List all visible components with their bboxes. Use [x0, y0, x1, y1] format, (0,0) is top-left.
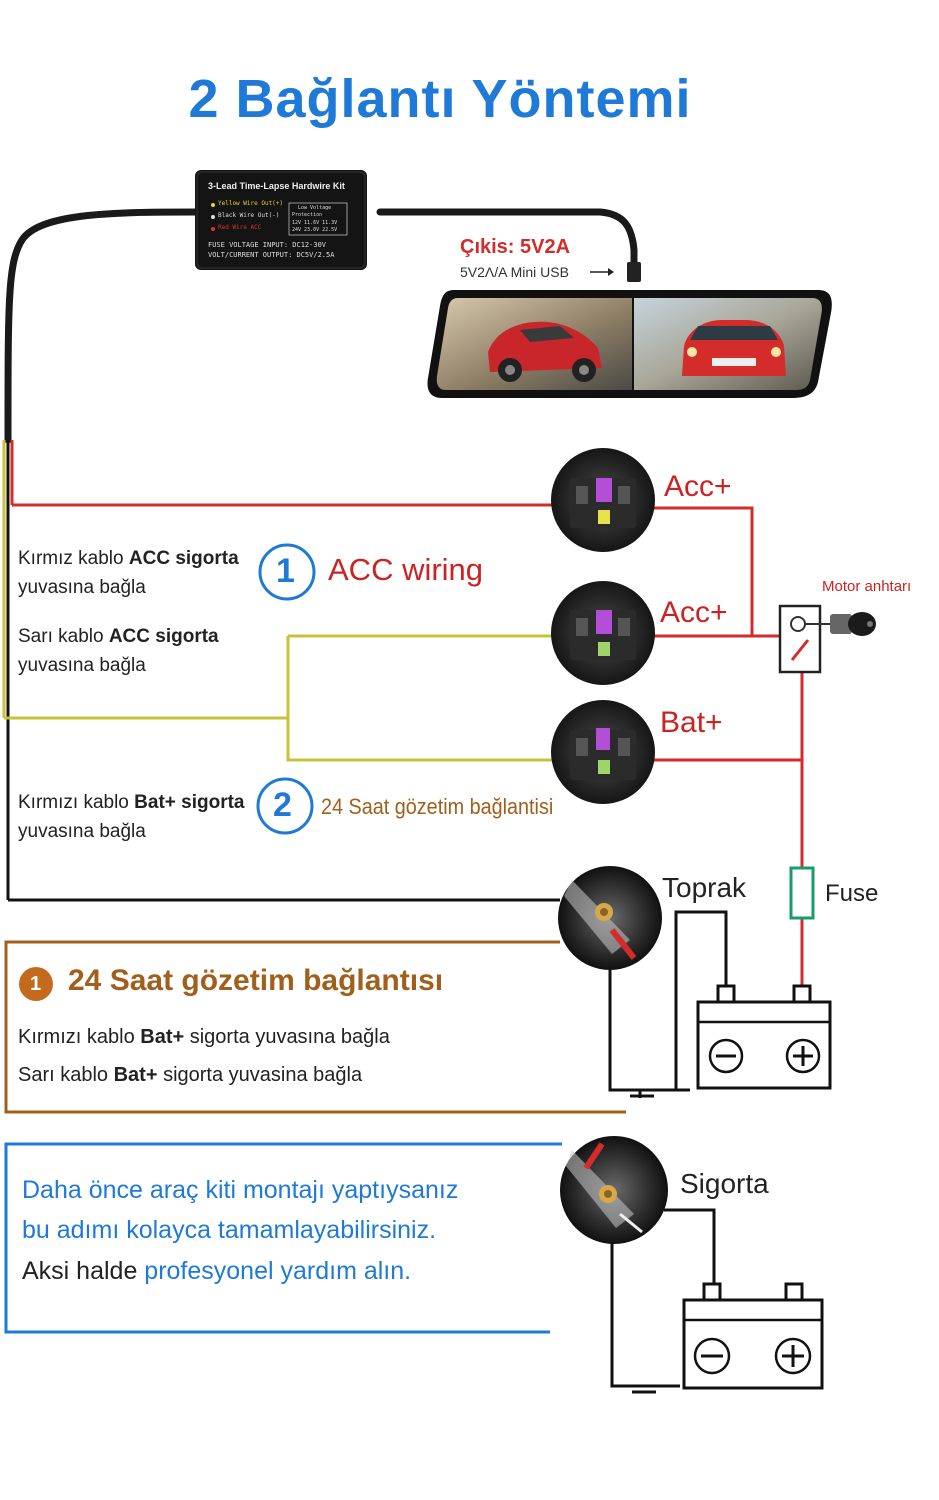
bat-number: 2	[273, 786, 292, 824]
fuse-label: Fuse	[825, 880, 879, 907]
usb-plug	[627, 262, 641, 282]
acc-number-circle	[258, 543, 316, 601]
mirror-dashcam	[427, 290, 832, 398]
usb-cable	[376, 208, 638, 274]
output-label: Çıkis: 5V2A	[460, 236, 571, 258]
bat-number-circle	[256, 777, 314, 835]
surveillance-box-border	[4, 940, 626, 1114]
sigorta-label: Sigorta	[680, 1168, 769, 1199]
power-cable	[4, 208, 204, 444]
surveillance-line-1: Kırmızı kablo Bat+ sigorta yuvasına bağl…	[18, 1026, 390, 1048]
module-legend-black: Black Wire Out(-)	[218, 212, 280, 219]
surveillance-heading: 24 Saat gözetim bağlantısı	[68, 964, 444, 997]
module-spec-4: 24V 23.0V 22.5V	[292, 227, 338, 233]
fuse-box-acc-1	[551, 448, 655, 552]
ground-label: Toprak	[662, 872, 747, 903]
sigorta-terminal-photo	[560, 1136, 668, 1244]
fuse-box-acc-2	[551, 581, 655, 685]
fuse-label-bat: Bat+	[660, 706, 723, 739]
fuse-label-acc-2: Acc+	[660, 596, 728, 629]
module-name: 3-Lead Time-Lapse Hardwire Kit	[208, 181, 345, 191]
surveillance-line-2: Sarı kablo Bat+ sigorta yuvasina bağla	[18, 1064, 363, 1086]
module-input: FUSE VOLTAGE INPUT: DC12-30V	[208, 241, 327, 249]
motor-switch-label: Motor anhtarı	[822, 578, 912, 595]
acc-heading: ACC wiring	[328, 552, 484, 587]
acc-yellow-instruction: Sarı kablo ACC sigorta yuvasına bağla	[18, 626, 219, 676]
fuse-box-bat	[551, 700, 655, 804]
info-line-3: Aksi halde profesyonel yardım alın.	[22, 1257, 412, 1285]
bat-heading: 24 Saat gözetim bağlantisi	[321, 794, 554, 819]
ignition-switch	[778, 604, 876, 674]
info-box-border	[4, 1142, 562, 1334]
battery-2	[682, 1282, 824, 1390]
surveillance-number: 1	[30, 973, 42, 995]
module-legend-yellow: Yellow Wire Out(+)	[218, 200, 284, 207]
battery-1	[696, 984, 832, 1090]
module-legend-red: Red Wire ACC	[218, 224, 262, 231]
info-line-1: Daha önce araç kiti montajı yaptıysanız	[22, 1176, 459, 1204]
module-spec-2: Protection	[292, 212, 323, 218]
surveillance-number-circle	[19, 967, 53, 1001]
module-spec-3: 12V 11.6V 11.3V	[292, 220, 338, 226]
acc-red-instruction: Kırmız kablo ACC sigorta yuvasına bağla	[18, 548, 239, 598]
module-spec-1: Low Voltage	[298, 205, 332, 211]
inline-fuse	[789, 866, 815, 920]
hardwire-module	[195, 170, 367, 270]
ground-terminal-photo	[558, 866, 662, 970]
fuse-label-acc-1: Acc+	[664, 470, 732, 503]
output-sub: 5V2Λ/A Mini USB	[460, 264, 569, 280]
info-line-2: bu adımı kolayca tamamlayabilirsiniz.	[22, 1216, 437, 1244]
acc-number: 1	[276, 552, 295, 590]
module-output: VOLT/CURRENT OUTPUT: DC5V/2.5A	[208, 251, 335, 259]
page-title: 2 Bağlantı Yöntemi	[188, 69, 692, 129]
bat-instruction: Kırmızı kablo Bat+ sigorta yuvasına bağl…	[18, 792, 245, 842]
